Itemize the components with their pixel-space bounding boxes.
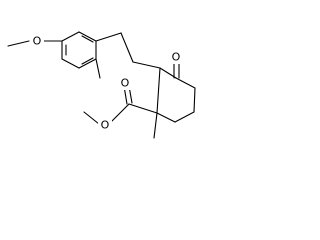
- label-bg-ketone: [169, 50, 183, 64]
- bond-ring-a5-a6: [61, 58, 80, 69]
- atom-labels: O O O O: [30, 34, 183, 132]
- bond-methoxy-methyl: [7, 40, 30, 47]
- bond-ring-c5-c6: [156, 112, 176, 123]
- ester-carbonyl-oxygen-label: O: [121, 77, 130, 90]
- bond-linker-1: [95, 32, 122, 42]
- bond-linker-3: [132, 61, 161, 69]
- label-bg-carbonyl: [118, 76, 132, 90]
- bond-ester-carbon: [128, 103, 158, 114]
- bond-ring-c3-c4: [193, 87, 196, 113]
- bond-ring-a4-a5: [78, 58, 97, 69]
- bond-ring-c6-c1: [156, 67, 161, 114]
- bond-ring-c4-c5: [174, 111, 195, 123]
- bond-ester-methyl: [83, 111, 100, 125]
- ketone-oxygen-label: O: [172, 51, 181, 64]
- bond-ring-a1-a2: [61, 31, 80, 42]
- bond-ring-methyl: [95, 58, 101, 79]
- bond-ring-c1-c2: [159, 67, 177, 79]
- bonds: [7, 31, 196, 139]
- methoxy-oxygen-label: O: [33, 35, 42, 48]
- label-bg-ether: [98, 118, 112, 132]
- bond-ring-double-1: [81, 35, 94, 43]
- chemical-structure-diagram: O O O O: [7, 31, 196, 139]
- bond-ring-c2-c3: [175, 77, 196, 89]
- label-bg-methoxy: [30, 34, 44, 48]
- bond-ring-double-3: [81, 57, 94, 65]
- bond-quaternary-methyl: [153, 112, 158, 139]
- ester-ether-oxygen-label: O: [101, 119, 110, 132]
- bond-linker-2: [120, 32, 134, 63]
- bond-ester-ether: [110, 103, 130, 123]
- bond-ring-a2-a3: [78, 31, 97, 42]
